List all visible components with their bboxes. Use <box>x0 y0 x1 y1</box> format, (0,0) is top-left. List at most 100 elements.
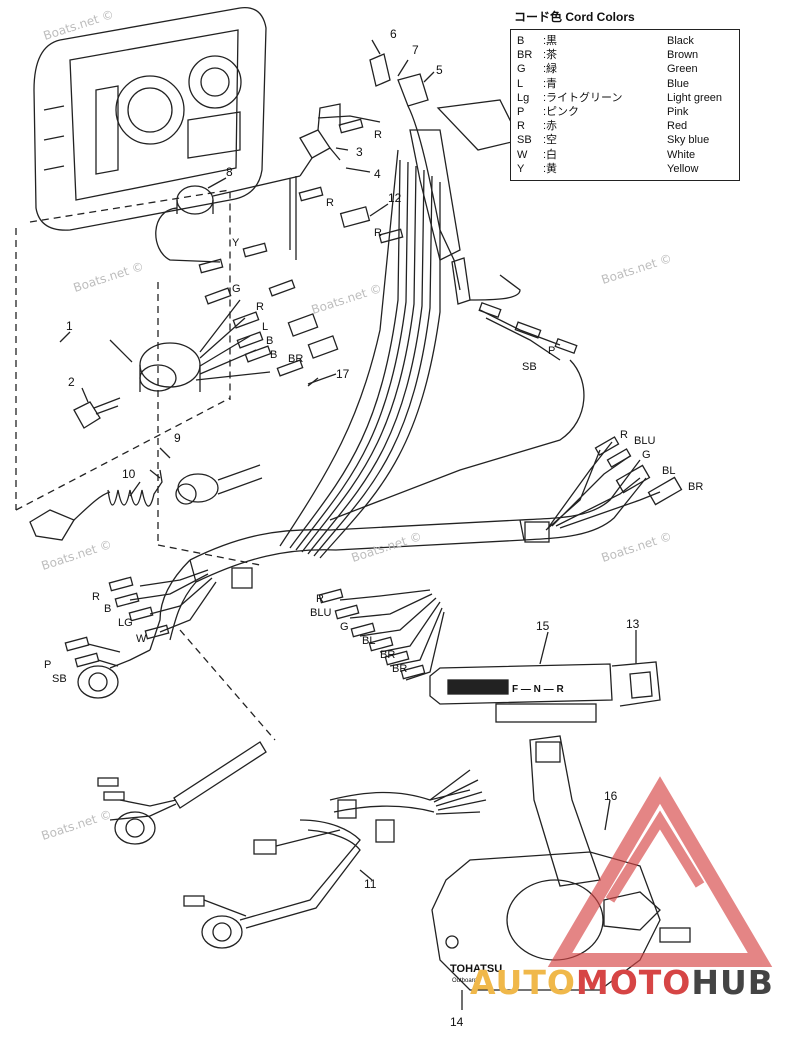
part-number-5: 5 <box>436 63 443 77</box>
legend-code: B <box>517 35 525 47</box>
legend-row: R :赤 Red <box>517 119 733 133</box>
wire-label: W <box>136 633 147 645</box>
legend-jp: :空 <box>543 134 558 147</box>
light-switch-3 <box>289 103 381 260</box>
wire-label: R <box>620 429 628 441</box>
legend-code: SB <box>517 134 532 147</box>
legend-en: White <box>667 148 696 161</box>
watermark-logo <box>547 776 773 967</box>
part-number-15: 15 <box>536 619 550 633</box>
legend-code: Lg <box>517 91 530 104</box>
legend-code: Y <box>517 162 525 175</box>
wire-label: B <box>270 349 277 361</box>
wire-label: BL <box>662 465 675 477</box>
harness-11 <box>97 741 487 949</box>
part-number-10: 10 <box>122 467 136 481</box>
main-switch-1 <box>139 299 271 392</box>
part-number-14: 14 <box>450 1015 464 1029</box>
part-number-2: 2 <box>68 375 75 389</box>
key-2 <box>73 397 121 429</box>
part-number-4: 4 <box>374 167 381 181</box>
wire-label: SB <box>52 673 67 685</box>
wire-label: R <box>374 227 382 239</box>
legend-jp: :茶 <box>543 49 558 62</box>
wire-label: G <box>642 449 651 461</box>
part-number-16: 16 <box>604 789 618 803</box>
part-number-17: 17 <box>336 367 350 381</box>
legend-row: B :黒 Black <box>517 34 733 48</box>
wire-label: R <box>256 301 264 313</box>
lanyard-10 <box>29 469 163 541</box>
legend-en: Green <box>667 63 698 76</box>
wire-label: BR <box>688 481 703 493</box>
legend-jp: :緑 <box>543 63 558 76</box>
wire-label: BR <box>380 649 395 661</box>
legend-jp: :ライトグリーン <box>543 91 623 104</box>
legend-jp: :黄 <box>543 162 558 175</box>
legend-code: BR <box>517 49 533 62</box>
part-number-1: 1 <box>66 319 73 333</box>
legend-title: コード色 Cord Colors <box>514 10 635 24</box>
legend-en: Brown <box>667 49 699 62</box>
wire-label: BR <box>392 663 407 675</box>
part-number-3: 3 <box>356 145 363 159</box>
legend-code: G <box>517 63 526 76</box>
wire-label: LG <box>118 617 133 629</box>
legend-en: Light green <box>667 91 723 104</box>
legend-code: R <box>517 120 525 133</box>
legend-jp: :ピンク <box>543 106 580 119</box>
buzzer-8 <box>155 175 301 263</box>
legend-en: Red <box>667 120 688 133</box>
wire-label: P <box>44 659 51 671</box>
legend-en: Pink <box>667 106 689 119</box>
legend-code: P <box>517 106 525 119</box>
wire-label: BLU <box>310 607 331 619</box>
wire-label: R <box>374 129 382 141</box>
legend-en: Sky blue <box>667 134 710 147</box>
legend-en: Black <box>667 35 694 47</box>
brand-part-1: AUTO <box>470 963 576 1002</box>
wire-label: BL <box>362 635 375 647</box>
instrument-panel <box>33 7 267 231</box>
legend-row: W :白 White <box>517 148 733 162</box>
legend-row: P :ピンク Pink <box>517 105 733 119</box>
part-number-7: 7 <box>412 43 419 57</box>
wire-label: L <box>262 321 268 333</box>
legend-code: W <box>517 148 528 161</box>
wire-label: R <box>92 591 100 603</box>
indicator-panel-15 <box>429 661 661 723</box>
part-number-11: 11 <box>364 877 377 891</box>
wire-label: G <box>340 621 349 633</box>
nut-7 <box>369 53 391 87</box>
legend-row: BR :茶 Brown <box>517 48 733 62</box>
legend-en: Blue <box>667 77 690 90</box>
legend-code: L <box>517 77 524 90</box>
wire-label: P <box>548 345 555 357</box>
wire-label: B <box>104 603 111 615</box>
legend-jp: :白 <box>543 148 558 161</box>
stop-switch-9 <box>175 464 263 505</box>
indicator-label: F — N — R <box>512 684 564 695</box>
wire-label: R <box>316 593 324 605</box>
brand-part-3: HUB <box>691 963 774 1002</box>
legend-jp: :赤 <box>543 120 558 133</box>
watermark-brand: AUTOMOTOHUB <box>470 963 774 1002</box>
legend-jp: :黒 <box>543 35 558 47</box>
wire-label: G <box>232 283 241 295</box>
part-number-8: 8 <box>226 165 233 179</box>
wire-label: R <box>326 197 334 209</box>
part-number-12: 12 <box>388 191 402 205</box>
legend-row: Lg :ライトグリーン Light green <box>517 91 733 105</box>
wire-label: BR <box>288 353 303 365</box>
wire-label: SB <box>522 361 537 373</box>
brand-name: TOHATSU <box>450 963 502 975</box>
legend-row: G :緑 Green <box>517 62 733 76</box>
brand-part-2: MOTO <box>575 963 692 1002</box>
brand-sub: Outboards <box>452 978 480 984</box>
wire-label: B <box>266 335 273 347</box>
